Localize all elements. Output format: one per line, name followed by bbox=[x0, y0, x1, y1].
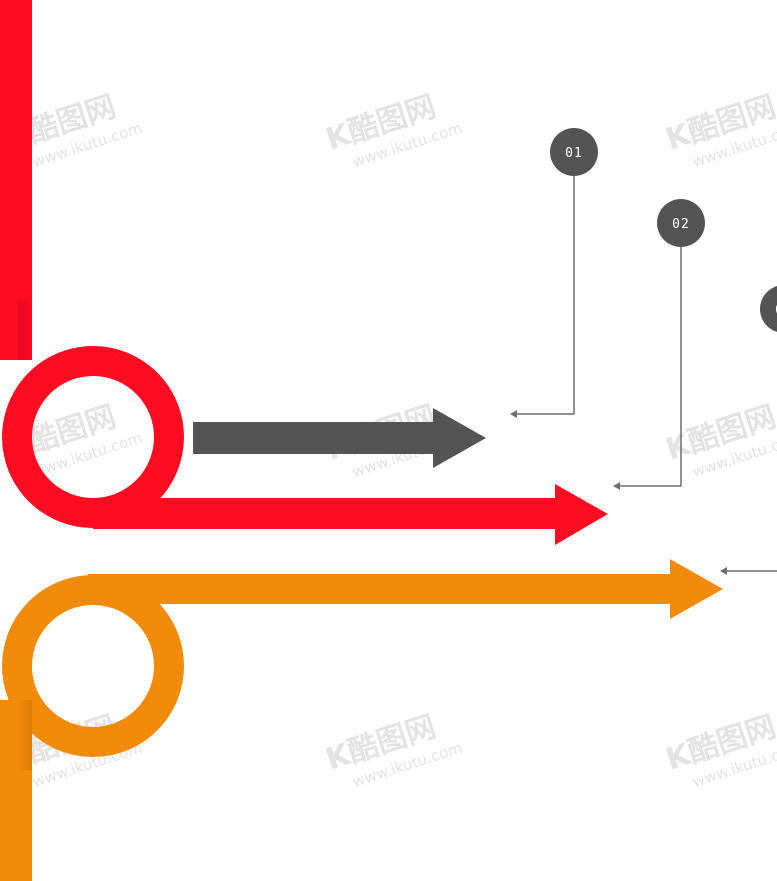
marker-03-label: 03 bbox=[775, 303, 777, 318]
red-arrowhead bbox=[555, 484, 608, 545]
marker-01-leader-line bbox=[514, 175, 575, 415]
red-bar-shadow bbox=[18, 300, 32, 360]
gray-arrow bbox=[193, 408, 486, 468]
marker-02-leader-line bbox=[617, 247, 682, 487]
marker-02-badge bbox=[657, 199, 705, 247]
marker-01-badge bbox=[550, 128, 598, 176]
marker-02-pointer-icon bbox=[613, 482, 620, 490]
marker-03-pointer-icon bbox=[720, 567, 727, 575]
orange-arrow-path bbox=[0, 559, 723, 881]
gray-arrowhead bbox=[433, 408, 486, 468]
marker-02-label: 02 bbox=[672, 217, 690, 232]
marker-01-pointer-icon bbox=[510, 410, 517, 418]
marker-03: 03 bbox=[720, 286, 777, 575]
marker-03-badge bbox=[760, 286, 777, 332]
red-shaft bbox=[93, 499, 563, 529]
marker-02: 02 bbox=[613, 199, 705, 490]
orange-arrowhead bbox=[670, 559, 723, 619]
gray-shaft bbox=[193, 422, 438, 454]
orange-bar-shadow bbox=[18, 700, 32, 770]
red-arrow-path bbox=[0, 0, 608, 545]
marker-01-label: 01 bbox=[565, 146, 583, 161]
orange-shaft bbox=[88, 574, 676, 604]
marker-01: 01 bbox=[510, 128, 598, 418]
